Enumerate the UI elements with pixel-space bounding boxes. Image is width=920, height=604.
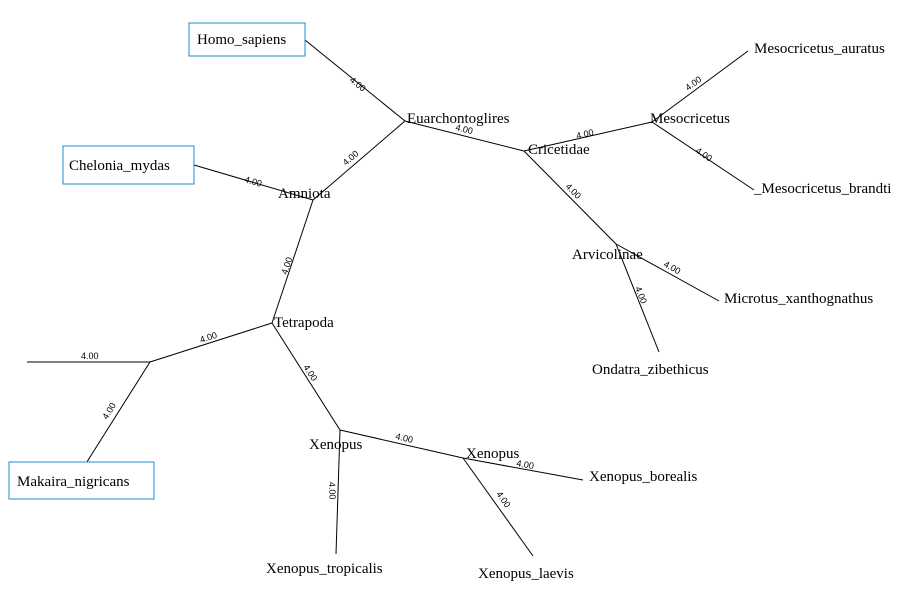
node-xenopus[interactable]: Xenopus [309,437,362,453]
node-xenopus-sub[interactable]: Xenopus [466,446,519,462]
length-label-arvicolinae-microtus: 4.00 [662,259,682,276]
leaf-homo-sapiens[interactable]: Homo_sapiens [197,32,286,48]
branch-xenopus-borealis [462,457,584,481]
leaf-microtus-xanthognathus[interactable]: Microtus_xanthognathus [724,291,873,307]
highlight-box-makaira-nigricans [8,461,155,500]
branch-xenopus-sub [339,429,464,459]
branch-arvicolinae-microtus [615,243,720,302]
length-label-cricetidae-arvicolinae: 4.00 [564,181,583,200]
branch-euarchontoglires-cricetidae [404,120,525,152]
node-amniota[interactable]: Amniota [278,186,331,202]
branch-euarchontoglires-amniota [312,120,406,201]
length-label-xenopus-sub: 4.00 [395,431,414,445]
node-tetrapoda[interactable]: Tetrapoda [274,315,334,331]
branch-tetrapoda-fishnode [149,322,273,363]
node-euarchontoglires[interactable]: Euarchontoglires [407,111,510,127]
leaf-ondatra-zibethicus[interactable]: Ondatra_zibethicus [592,362,709,378]
node-mesocricetus[interactable]: Mesocricetus [650,111,730,127]
length-label-mesocricetus-auratus: 4.00 [683,74,703,92]
node-arvicolinae[interactable]: Arvicolinae [572,247,643,263]
length-label-fishnode-stub: 4.00 [81,351,99,361]
branch-xenopus-laevis [462,457,534,557]
branch-tetrapoda-xenopus [271,322,341,431]
length-label-makaira: 4.00 [100,401,118,421]
branch-amniota-tetrapoda [271,199,314,324]
branch-arvicolinae-ondatra [615,243,660,353]
leaf-xenopus-laevis[interactable]: Xenopus_laevis [478,566,574,582]
length-label-chelonia: 4.00 [243,174,263,188]
length-label-euarch-amniota: 4.00 [341,148,361,167]
highlight-box-homo-sapiens [188,22,306,57]
length-label-cricetidae-mesocricetus: 4.00 [575,127,594,141]
branch-homo-sapiens [304,39,406,122]
branches [27,39,755,557]
length-label-arvicolinae-ondatra: 4.00 [633,285,649,305]
branch-cricetidae-arvicolinae [523,150,617,245]
length-label-xenopus-tropicalis: 4.00 [327,482,338,500]
leaf-chelonia-mydas[interactable]: Chelonia_mydas [69,158,170,174]
leaf-makaira-nigricans[interactable]: Makaira_nigricans [17,474,130,490]
leaf-mesocricetus-auratus[interactable]: Mesocricetus_auratus [754,41,885,57]
highlight-box-chelonia-mydas [62,145,195,185]
leaf-mesocricetus-brandti[interactable]: _Mesocricetus_brandti [753,181,891,197]
node-labels: Homo_sapiens Chelonia_mydas Makaira_nigr… [17,32,891,582]
length-label-tetrapoda-fishnode: 4.00 [199,330,219,345]
branch-xenopus-tropicalis [335,429,341,555]
length-label-homo: 4.00 [348,75,368,94]
leaf-xenopus-borealis[interactable]: Xenopus_borealis [589,469,697,485]
branch-makaira-nigricans [84,361,151,466]
branch-mesocricetus-auratus [651,50,749,123]
node-cricetidae[interactable]: Cricetidae [528,142,590,158]
branch-mesocricetus-brandti [651,121,755,191]
branch-chelonia-mydas [193,164,314,201]
length-label-amniota-tetrapoda: 4.00 [279,256,294,276]
length-label-xenopus-borealis: 4.00 [516,458,535,471]
highlight-boxes [8,22,306,500]
branch-length-labels: 4.00 4.00 4.00 4.00 4.00 4.00 4.00 4.00 … [81,74,714,509]
leaf-xenopus-tropicalis[interactable]: Xenopus_tropicalis [266,561,383,577]
branch-cricetidae-mesocricetus [523,121,653,152]
length-label-euarch-cricetidae: 4.00 [455,122,474,136]
